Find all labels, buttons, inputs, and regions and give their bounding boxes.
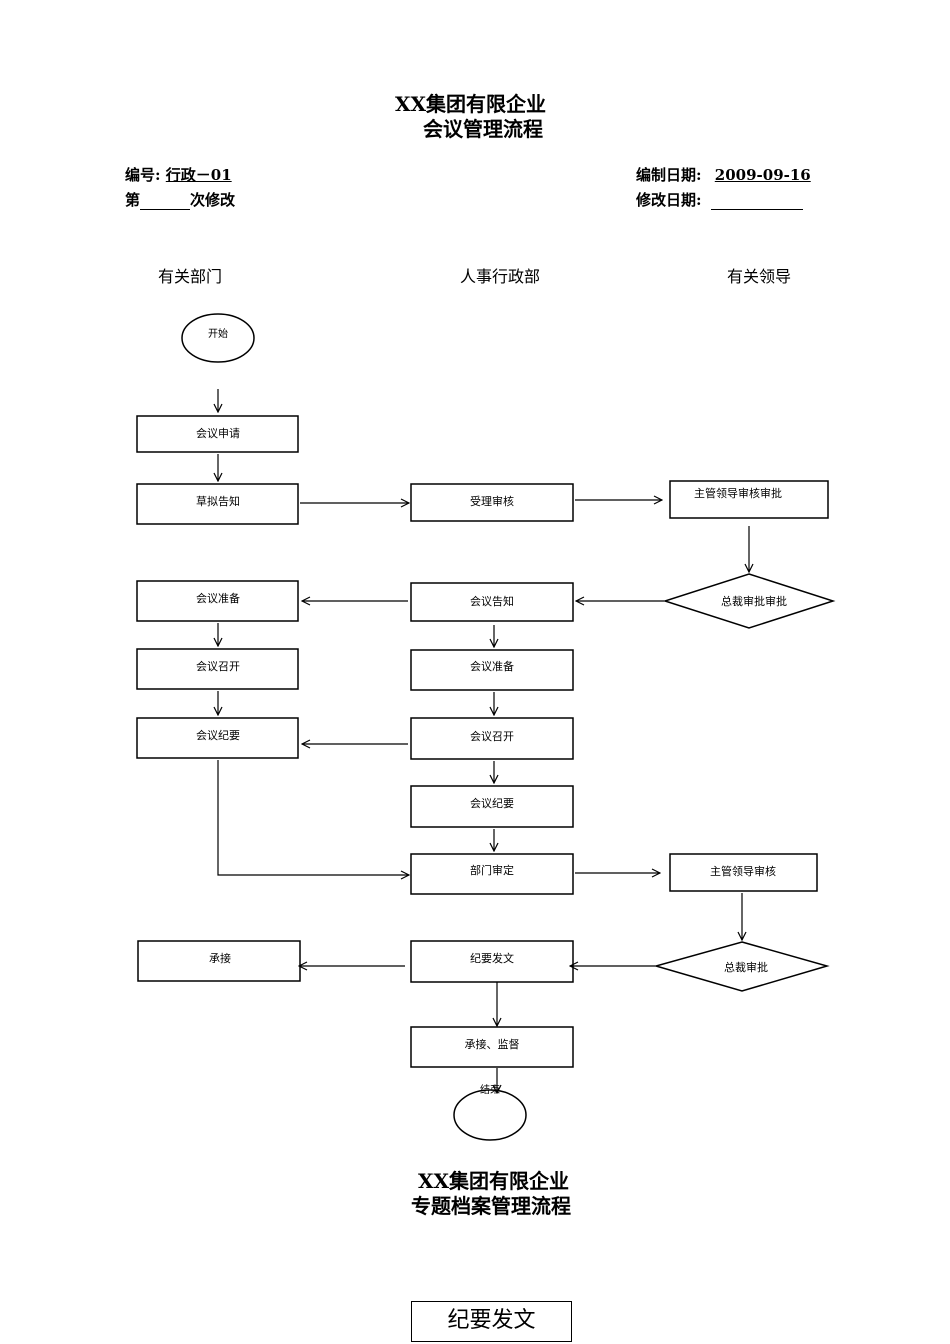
convene-hr-label: 会议召开 bbox=[470, 730, 514, 743]
leader-review-approve-node bbox=[669, 480, 829, 519]
president-review-node bbox=[653, 941, 830, 992]
company-title: XX集团有限企业 bbox=[395, 92, 547, 116]
minutes-dept-node bbox=[136, 717, 299, 759]
revision-prefix: 第 bbox=[125, 191, 141, 209]
revision-blank bbox=[140, 193, 191, 210]
prepare-dept-label: 会议准备 bbox=[196, 591, 240, 605]
leader-review-node bbox=[669, 853, 818, 892]
document-title: 会议管理流程 bbox=[423, 117, 543, 141]
undertake-node bbox=[137, 940, 301, 982]
issue-minutes-box: 纪要发文 bbox=[411, 1301, 572, 1342]
minutes-hr-label: 会议纪要 bbox=[470, 797, 514, 810]
compile-date-value: 2009-09-16 bbox=[714, 166, 811, 184]
end-label: 结束 bbox=[480, 1083, 500, 1096]
president-review-label: 总裁审批 bbox=[724, 960, 768, 974]
issue-minutes-label: 纪要发文 bbox=[470, 951, 514, 965]
minutes-hr-node bbox=[410, 785, 574, 828]
start-label: 开始 bbox=[208, 327, 228, 340]
apply-node bbox=[136, 415, 299, 453]
prepare-dept-node bbox=[136, 580, 299, 622]
footer-document-title: 专题档案管理流程 bbox=[411, 1194, 571, 1218]
prepare-hr-node bbox=[410, 649, 574, 691]
doc-code-value: 行政－01 bbox=[165, 166, 232, 184]
doc-code-row: 编号: 行政－01 bbox=[125, 164, 232, 185]
lane-related-leaders: 有关领导 bbox=[727, 267, 792, 286]
leader-review-label: 主管领导审核 bbox=[710, 864, 776, 878]
draft-notice-node bbox=[136, 483, 299, 525]
prepare-hr-label: 会议准备 bbox=[470, 659, 514, 673]
lane-hr-admin: 人事行政部 bbox=[460, 267, 541, 286]
apply-label: 会议申请 bbox=[196, 427, 240, 440]
president-approve-node bbox=[662, 573, 836, 629]
compile-date-row: 编制日期: 2009-09-16 bbox=[636, 164, 811, 185]
doc-code-label: 编号: bbox=[125, 166, 161, 184]
leader-review-approve-label: 主管领导审核审批 bbox=[694, 486, 782, 500]
compile-date-label: 编制日期: bbox=[636, 166, 702, 184]
convene-hr-node bbox=[410, 717, 574, 760]
modify-date-value bbox=[710, 193, 803, 210]
dept-review-label: 部门审定 bbox=[470, 863, 514, 877]
footer-company-title: XX集团有限企业 bbox=[418, 1169, 570, 1193]
dept-review-node bbox=[410, 853, 574, 895]
undertake-supervise-label: 承接、监督 bbox=[465, 1037, 520, 1051]
minutes-dept-label: 会议纪要 bbox=[196, 729, 240, 742]
convene-dept-node bbox=[136, 648, 299, 690]
accept-review-node bbox=[410, 483, 574, 522]
draft-notice-label: 草拟告知 bbox=[196, 494, 240, 508]
convene-dept-label: 会议召开 bbox=[196, 660, 240, 673]
undertake-label: 承接 bbox=[209, 952, 231, 965]
president-approve-label: 总裁审批审批 bbox=[721, 594, 787, 608]
undertake-supervise-node bbox=[410, 1026, 574, 1068]
notice-hr-label: 会议告知 bbox=[470, 594, 514, 608]
start-node bbox=[181, 313, 255, 363]
modify-date-row: 修改日期: bbox=[636, 189, 803, 210]
modify-date-label: 修改日期: bbox=[636, 191, 702, 209]
lane-related-departments: 有关部门 bbox=[158, 267, 223, 286]
notice-hr-node bbox=[410, 582, 574, 622]
revision-suffix: 次修改 bbox=[190, 191, 236, 209]
end-node bbox=[453, 1089, 527, 1141]
accept-review-label: 受理审核 bbox=[470, 494, 514, 508]
revision-row: 第 次修改 bbox=[125, 189, 235, 210]
arrow-minutes-dept-to-dept-review bbox=[217, 760, 409, 875]
